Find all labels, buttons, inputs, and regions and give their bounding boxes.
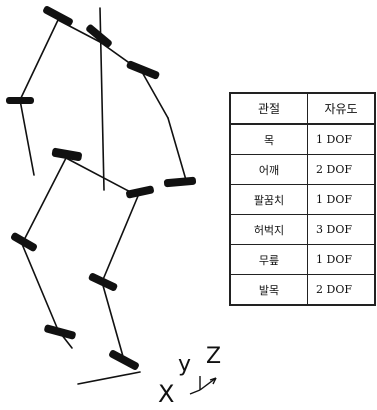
ground-line <box>77 371 141 385</box>
right-forearm <box>167 117 187 181</box>
joint-cell: 무릎 <box>229 244 308 275</box>
joint-marker <box>126 185 154 199</box>
joint-marker <box>86 24 112 48</box>
joint-cell: 허벅지 <box>229 214 308 245</box>
right-thigh <box>101 195 139 283</box>
joint-cell: 발목 <box>229 274 308 306</box>
dof-cell: 2 DOF <box>307 154 376 185</box>
left-upper-arm <box>19 19 59 101</box>
header-joint: 관절 <box>229 92 308 125</box>
coordinate-axes-icon <box>189 376 217 395</box>
joint-marker <box>88 273 118 291</box>
hip-line <box>65 157 139 197</box>
header-dof: 자유도 <box>307 92 376 125</box>
left-forearm <box>19 99 35 176</box>
table-row: 팔꿈치 1 DOF <box>229 184 376 215</box>
joint-marker <box>126 60 160 80</box>
joint-marker <box>43 6 73 26</box>
joint-marker <box>6 97 34 104</box>
joint-cell: 팔꿈치 <box>229 184 308 215</box>
table-header-row: 관절 자유도 <box>229 92 376 125</box>
joint-marker <box>10 232 38 252</box>
table-row: 목 1 DOF <box>229 123 376 155</box>
joint-marker <box>51 147 82 162</box>
dof-cell: 1 DOF <box>307 123 376 155</box>
right-shin <box>101 281 125 361</box>
left-thigh <box>21 157 67 245</box>
axis-y-label: y <box>178 352 192 377</box>
table-row: 허벅지 3 DOF <box>229 214 376 245</box>
joint-marker <box>44 324 76 340</box>
right-upper-arm <box>141 71 169 119</box>
joint-marker <box>163 176 197 188</box>
dof-cell: 2 DOF <box>307 274 376 306</box>
joint-cell: 목 <box>229 123 308 155</box>
joint-marker <box>109 350 139 370</box>
table-row: 발목 2 DOF <box>229 274 376 306</box>
dof-table: 관절 자유도 목 1 DOF 어깨 2 DOF 팔꿈치 1 DOF 허벅지 3 … <box>229 92 376 306</box>
axis-x-label: X <box>158 380 175 408</box>
left-shin <box>21 243 59 331</box>
dof-cell: 1 DOF <box>307 244 376 275</box>
dof-cell: 3 DOF <box>307 214 376 245</box>
table-row: 어깨 2 DOF <box>229 154 376 185</box>
table-row: 무릎 1 DOF <box>229 244 376 275</box>
joint-cell: 어깨 <box>229 154 308 185</box>
axis-z-label: Z <box>206 344 222 369</box>
dof-cell: 1 DOF <box>307 184 376 215</box>
